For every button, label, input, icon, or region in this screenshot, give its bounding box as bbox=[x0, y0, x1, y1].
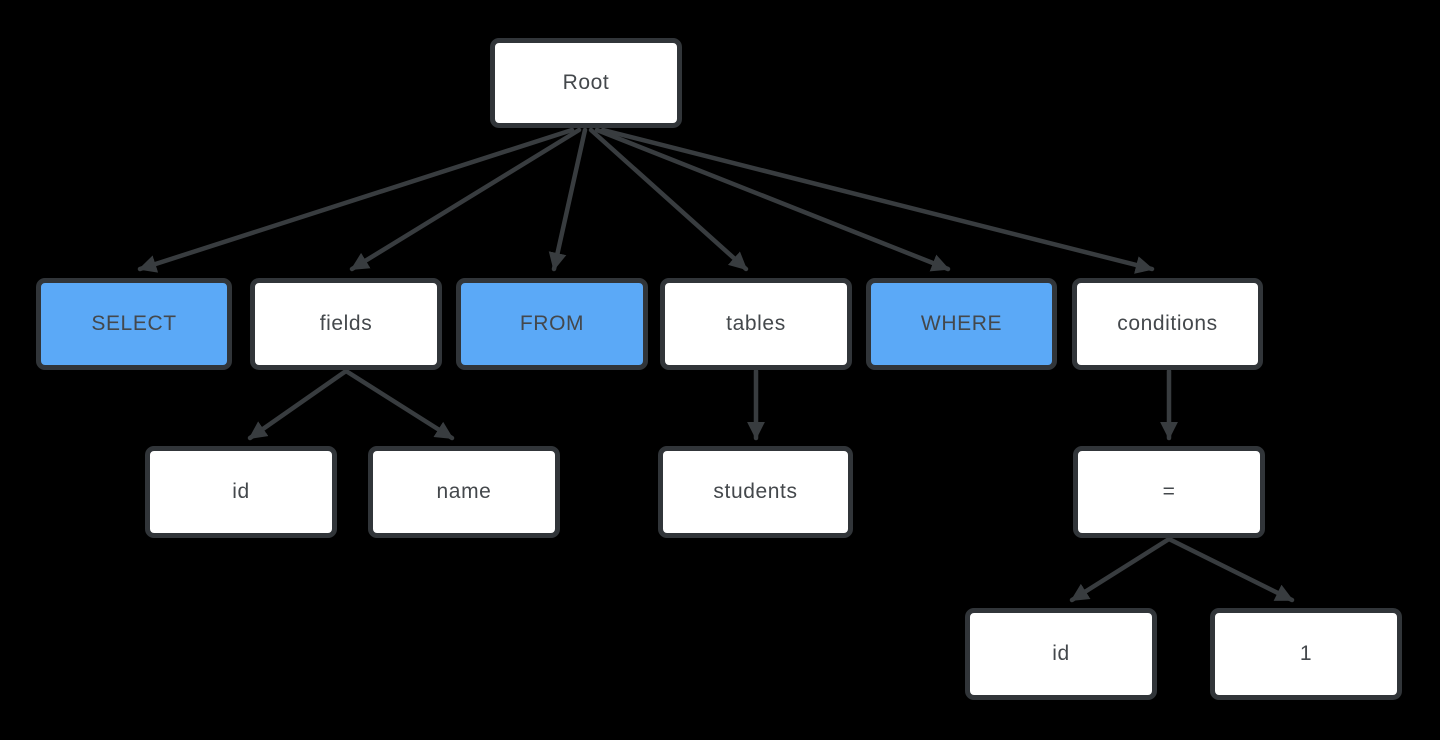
node-from: FROM bbox=[456, 278, 648, 370]
node-conditions: conditions bbox=[1072, 278, 1263, 370]
edge-equals-id bbox=[1069, 536, 1172, 603]
node-field-id: id bbox=[145, 446, 337, 538]
node-operator-equals: = bbox=[1073, 446, 1265, 538]
node-tables: tables bbox=[660, 278, 852, 370]
edge-fields-name bbox=[343, 368, 455, 441]
edge-fields-id bbox=[247, 368, 349, 441]
edge-equals-one bbox=[1166, 536, 1295, 603]
edge-root-tables bbox=[588, 127, 749, 272]
edge-root-fields bbox=[349, 127, 582, 272]
edge-root-select bbox=[137, 127, 575, 273]
edge-root-from bbox=[548, 127, 588, 272]
edge-root-conditions bbox=[600, 127, 1155, 274]
node-root: Root bbox=[490, 38, 682, 128]
edge-root-where bbox=[594, 127, 951, 272]
node-fields: fields bbox=[250, 278, 442, 370]
node-where: WHERE bbox=[866, 278, 1057, 370]
node-field-name: name bbox=[368, 446, 560, 538]
node-table-students: students bbox=[658, 446, 853, 538]
node-select: SELECT bbox=[36, 278, 232, 370]
node-operand-id: id bbox=[965, 608, 1157, 700]
node-operand-one: 1 bbox=[1210, 608, 1402, 700]
